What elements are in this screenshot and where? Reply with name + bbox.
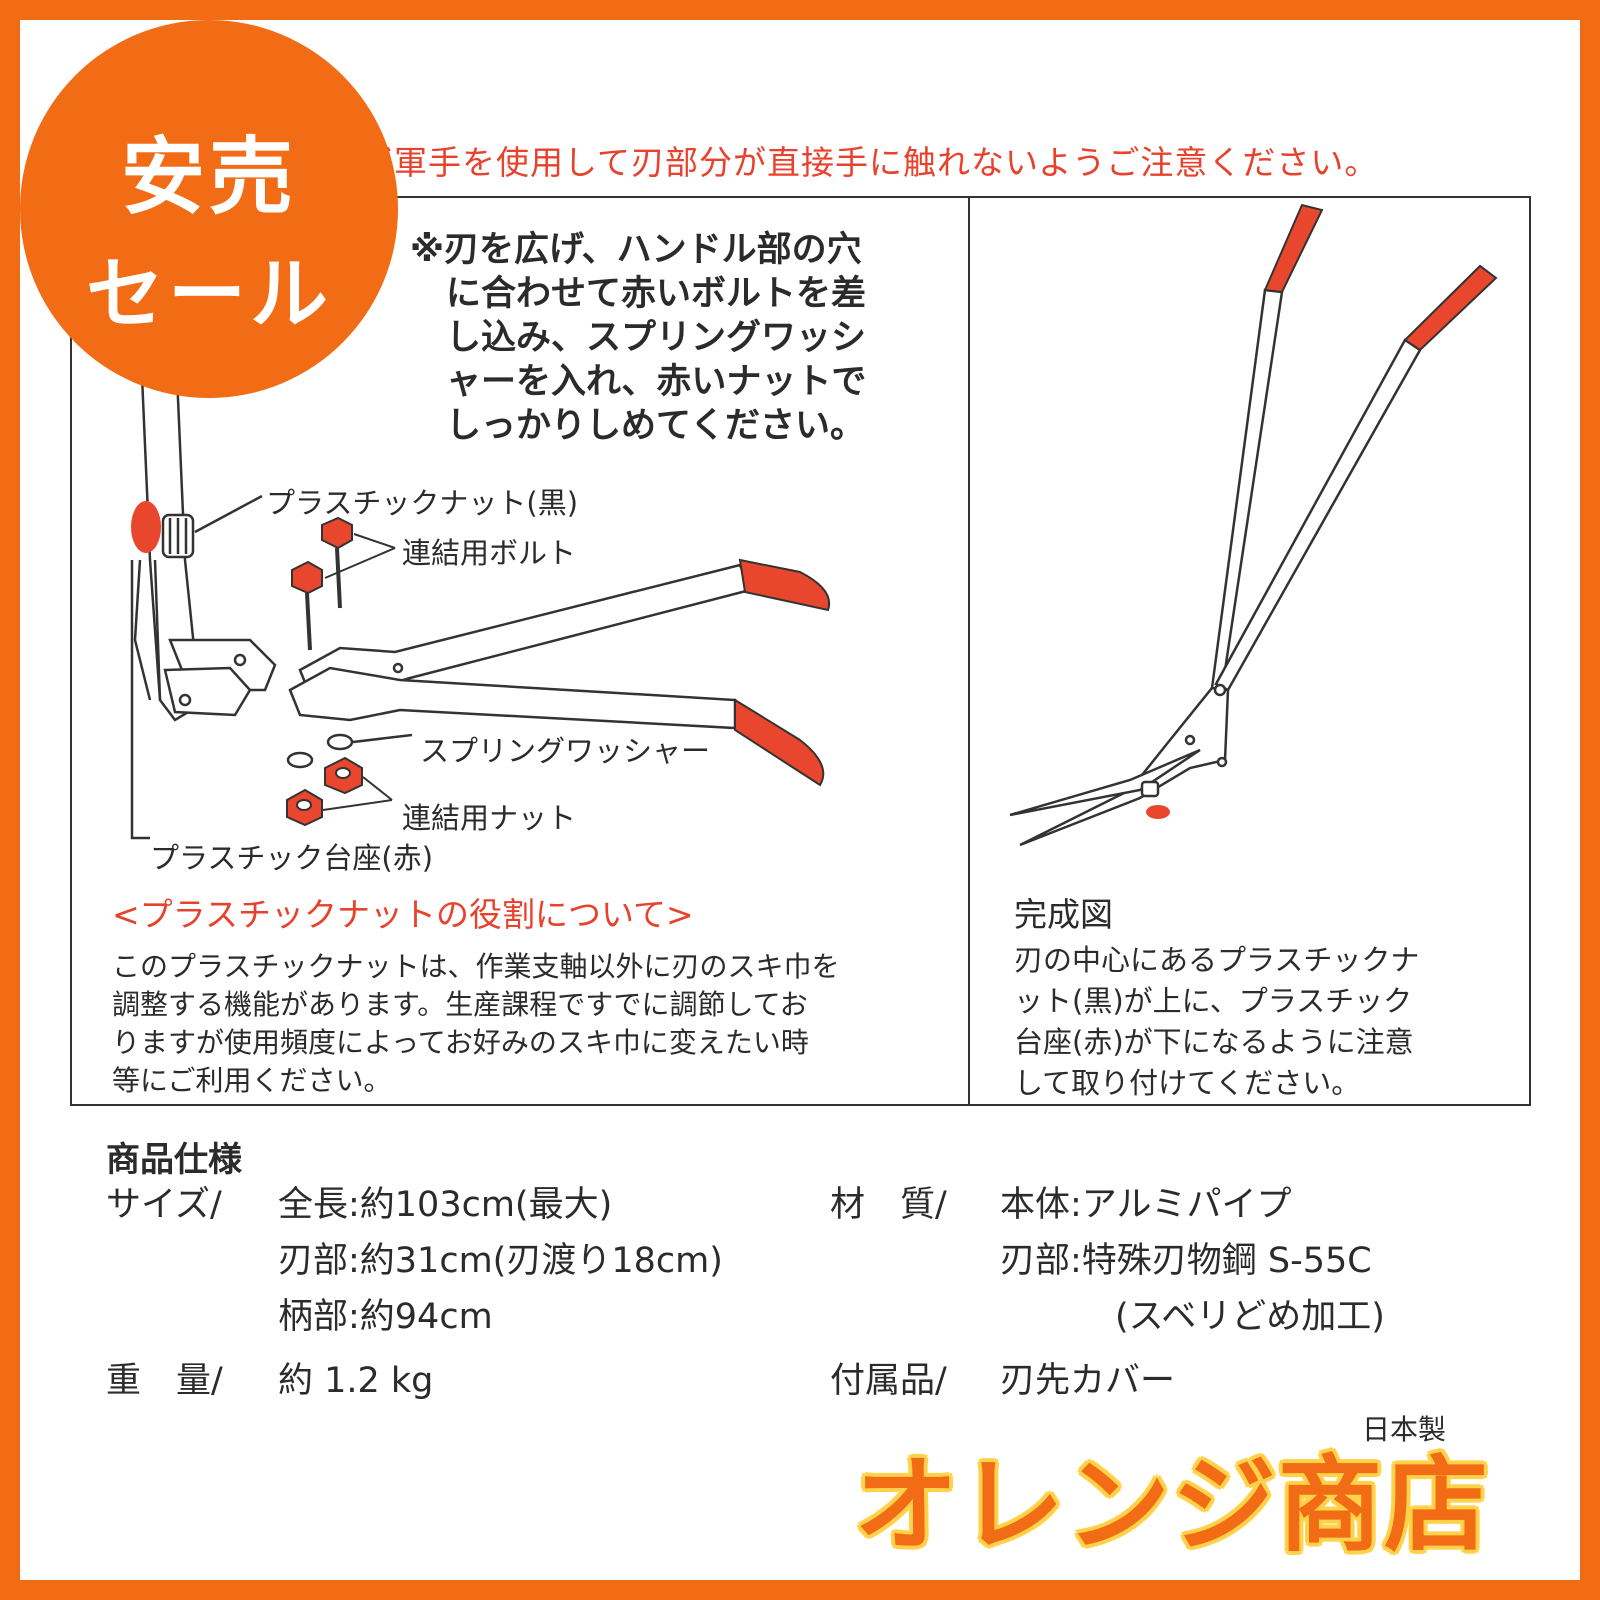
badge-line-1: 安売 <box>120 128 297 226</box>
spec-weight: 約 1.2 kg <box>278 1361 434 1401</box>
spec-title: 商品仕様 <box>106 1140 242 1180</box>
role-line: 等にご利用ください。 <box>112 1064 392 1097</box>
instruction-line: ※刃を広げ、ハンドル部の穴 <box>410 230 862 270</box>
spec-blade: 刃部:約31cm(刃渡り18cm) <box>278 1241 723 1281</box>
instruction-line: しっかりしめてください。 <box>446 406 865 446</box>
completed-line: 台座(赤)が下になるように注意 <box>1014 1025 1414 1059</box>
red-grip-upper <box>738 558 831 612</box>
role-line: 調整する機能があります。生産課程ですでに調節してお <box>112 988 808 1021</box>
spec-total-length: 全長:約103cm(最大) <box>278 1185 613 1225</box>
spec-size-label: サイズ/ <box>106 1185 222 1225</box>
spec-accessory-label: 付属品/ <box>830 1361 947 1401</box>
washer-icon <box>286 733 413 769</box>
completed-line: して取り付けてください。 <box>1014 1066 1361 1100</box>
role-section-heading: <プラスチックナットの役割について> <box>112 895 694 934</box>
shears-stand-illustration <box>130 328 277 840</box>
completed-shears-illustration <box>1009 288 1422 847</box>
completed-panel <box>968 196 1531 1106</box>
instruction-line: に合わせて赤いボルトを差 <box>446 274 867 314</box>
role-line: このプラスチックナットは、作業支軸以外に刃のスキ巾を <box>112 950 840 983</box>
completed-line: ット(黒)が上に、プラスチック <box>1014 984 1413 1018</box>
bolt-icon <box>291 516 396 651</box>
spec-accessory: 刃先カバー <box>1000 1361 1176 1401</box>
instruction-line: し込み、スプリングワッシ <box>446 318 867 358</box>
role-section-text: このプラスチックナットは、作業支軸以外に刃のスキ巾を 調整する機能があります。生… <box>112 948 839 1100</box>
completed-title: 完成図 <box>1014 895 1113 934</box>
spec-coating: (スベリどめ加工) <box>1115 1297 1385 1337</box>
completed-line: 刃の中心にあるプラスチックナ <box>1014 943 1420 977</box>
sale-badge: 安売 セール <box>20 20 398 398</box>
assembly-instruction: ※刃を広げ、ハンドル部の穴 に合わせて赤いボルトを差 し込み、スプリングワッシ … <box>410 228 866 448</box>
label-nut: 連結用ナット <box>402 801 577 835</box>
completed-grip-left <box>1263 203 1324 294</box>
red-grip-lower <box>734 698 825 787</box>
spec-weight-label: 重 量/ <box>106 1361 223 1401</box>
label-plastic-nut: プラスチックナット(黒) <box>266 486 579 520</box>
label-bolt: 連結用ボルト <box>402 536 577 570</box>
completed-grip-right <box>1403 264 1498 352</box>
nut-icon <box>286 756 393 827</box>
completed-base-red <box>1146 805 1170 819</box>
instruction-line: ャーを入れ、赤いナットで <box>446 362 867 402</box>
spec-origin: 日本製 <box>1362 1413 1447 1446</box>
spec-handle: 柄部:約94cm <box>278 1297 493 1337</box>
badge-line-2: セール <box>85 250 332 340</box>
completed-text: 刃の中心にあるプラスチックナ ット(黒)が上に、プラスチック 台座(赤)が下にな… <box>1014 940 1419 1104</box>
role-line: りますが使用頻度によってお好みのスキ巾に変えたい時 <box>112 1026 809 1059</box>
shop-name-logo: オレンジ商店 <box>853 1444 1490 1566</box>
spec-blade-material: 刃部:特殊刃物鋼 S-55C <box>1000 1241 1372 1281</box>
plastic-nut-black-icon <box>161 494 263 559</box>
label-spring-washer: スプリングワッシャー <box>420 734 711 768</box>
shears-parts-illustration <box>288 563 752 730</box>
safety-warning: ず軍手を使用して刃部分が直接手に触れないようご注意ください。 <box>360 143 1379 182</box>
spec-material-label: 材 質/ <box>830 1185 947 1225</box>
spec-body: 本体:アルミパイプ <box>1000 1185 1292 1225</box>
label-plastic-base: プラスチック台座(赤) <box>150 841 434 875</box>
plastic-base-red-shape <box>131 501 161 553</box>
